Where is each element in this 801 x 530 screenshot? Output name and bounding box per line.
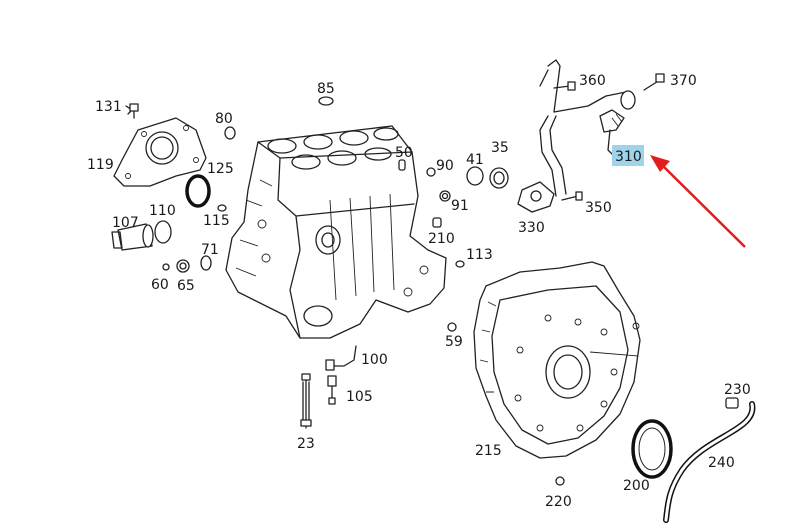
label-23: 23 [297, 436, 315, 452]
bolt-131[interactable] [125, 103, 139, 119]
label-215: 215 [475, 443, 502, 459]
bolt-220[interactable] [555, 476, 565, 486]
dowel-115[interactable] [217, 204, 227, 212]
label-60: 60 [151, 277, 169, 293]
label-50: 50 [395, 145, 413, 161]
bolt-23[interactable] [300, 373, 312, 429]
plug-90[interactable] [426, 167, 436, 177]
label-59: 59 [445, 334, 463, 350]
label-105: 105 [346, 389, 373, 405]
label-125: 125 [207, 161, 234, 177]
label-210: 210 [428, 231, 455, 247]
label-107: 107 [112, 215, 139, 231]
label-230: 230 [724, 382, 751, 398]
label-65: 65 [177, 278, 195, 294]
label-91: 91 [451, 198, 469, 214]
label-80: 80 [215, 111, 233, 127]
plug-113[interactable] [455, 260, 465, 268]
rear-seal-flange[interactable] [113, 117, 207, 187]
o-ring-71[interactable] [200, 255, 212, 271]
seal-ring-200[interactable] [631, 419, 673, 479]
label-240: 240 [708, 455, 735, 471]
pointer-arrow [650, 155, 746, 248]
label-131: 131 [95, 99, 122, 115]
dowel-50[interactable] [398, 159, 406, 171]
plug-60[interactable] [162, 263, 170, 271]
label-115: 115 [203, 213, 230, 229]
sleeve-80[interactable] [224, 126, 236, 140]
oil-filter[interactable] [111, 223, 154, 251]
bolt-350[interactable] [561, 191, 583, 201]
sensor-105[interactable] [327, 375, 337, 405]
label-220: 220 [545, 494, 572, 510]
highlight-box [612, 145, 644, 166]
cap-35[interactable] [489, 167, 509, 189]
timing-case-cover[interactable] [473, 261, 641, 459]
label-330: 330 [518, 220, 545, 236]
label-119: 119 [87, 157, 114, 173]
plug-65[interactable] [176, 259, 190, 273]
label-360: 360 [579, 73, 606, 89]
label-200: 200 [623, 478, 650, 494]
label-350: 350 [585, 200, 612, 216]
label-100: 100 [361, 352, 388, 368]
bolt-360[interactable] [553, 81, 576, 91]
plug-59[interactable] [447, 322, 457, 332]
oil-pump-tube[interactable] [539, 59, 636, 197]
breather-hose[interactable] [663, 401, 756, 523]
label-310: 310 [615, 149, 642, 165]
label-35: 35 [491, 140, 509, 156]
seal-ring[interactable] [185, 174, 211, 208]
clamp-230[interactable] [725, 397, 739, 409]
label-85: 85 [317, 81, 335, 97]
label-370: 370 [670, 73, 697, 89]
o-ring-41[interactable] [466, 166, 484, 186]
bolt-370[interactable] [643, 73, 665, 91]
sensor-100[interactable] [325, 345, 357, 371]
label-110: 110 [149, 203, 176, 219]
label-113: 113 [466, 247, 493, 263]
engine-block[interactable] [225, 125, 447, 339]
label-71: 71 [201, 242, 219, 258]
gasket-ring-110[interactable] [154, 220, 172, 244]
flange-330[interactable] [517, 181, 555, 213]
label-41: 41 [466, 152, 484, 168]
dowel-210[interactable] [432, 217, 442, 228]
label-90: 90 [436, 158, 454, 174]
seal-91[interactable] [439, 190, 451, 202]
plug-85[interactable] [318, 96, 334, 106]
